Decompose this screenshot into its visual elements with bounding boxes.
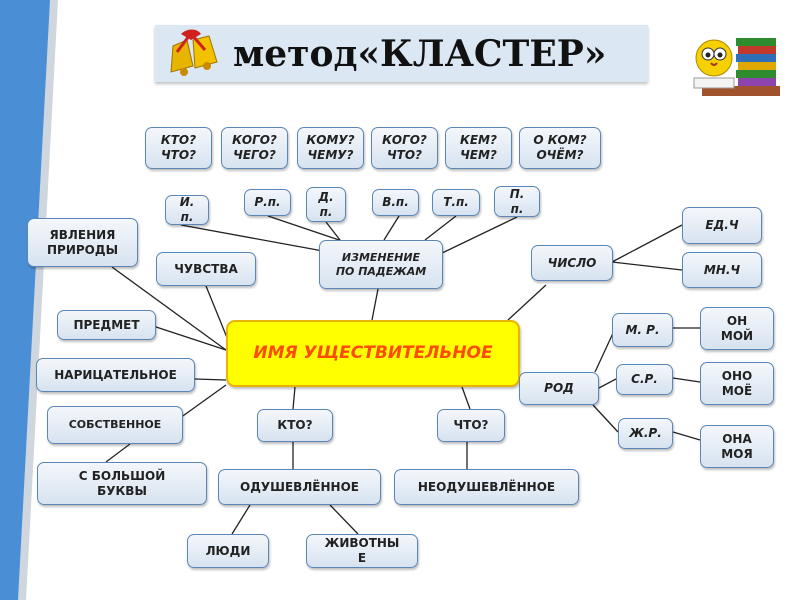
node-kogo-chego: КОГО? ЧЕГО? xyxy=(221,127,288,169)
node-case-t: Т.п. xyxy=(432,189,480,216)
node-zh-r: Ж.Р. xyxy=(618,418,673,449)
node-center: ИМЯ УЩЕСТВИТЕЛЬНОЕ xyxy=(226,320,520,387)
node-ona-moya: ОНА МОЯ xyxy=(700,425,774,468)
node-ono-moyo: ОНО МОЁ xyxy=(700,362,774,405)
node-s-bolshoy: С БОЛЬШОЙ БУКВЫ xyxy=(37,462,207,505)
node-on-moy: ОН МОЙ xyxy=(700,307,774,350)
node-zhivotnye: ЖИВОТНЫ Е xyxy=(306,534,418,568)
node-m-r: М. Р. xyxy=(612,313,673,347)
node-chto: ЧТО? xyxy=(437,409,505,442)
node-case-v: В.п. xyxy=(372,189,419,216)
node-naritsatelnoe: НАРИЦАТЕЛЬНОЕ xyxy=(36,358,195,392)
node-kto: КТО? xyxy=(257,409,333,442)
node-s-r: С.Р. xyxy=(616,364,673,395)
node-case-d: Д. п. xyxy=(306,187,346,222)
node-rod: РОД xyxy=(519,372,599,405)
node-o-kom: О КОМ? ОЧЁМ? xyxy=(519,127,601,169)
node-case-p: П. п. xyxy=(494,186,540,217)
node-lyudi: ЛЮДИ xyxy=(187,534,269,568)
page-title: метод«КЛАСТЕР» xyxy=(233,33,607,75)
bells-icon xyxy=(170,29,218,76)
node-ed-ch: ЕД.Ч xyxy=(682,207,762,244)
node-sobstvennoe: СОБСТВЕННОЕ xyxy=(47,406,183,444)
node-chislo: ЧИСЛО xyxy=(531,245,613,281)
node-izmenenie: ИЗМЕНЕНИЕ ПО ПАДЕЖАМ xyxy=(319,240,443,289)
node-kogo-chto: КОГО? ЧТО? xyxy=(371,127,438,169)
node-yavleniya: ЯВЛЕНИЯ ПРИРОДЫ xyxy=(27,218,138,267)
node-case-r: Р.п. xyxy=(244,189,291,216)
node-odushevlennoe: ОДУШЕВЛЁННОЕ xyxy=(218,469,381,505)
node-kem-chem: КЕМ? ЧЕМ? xyxy=(445,127,512,169)
node-kto-chto: КТО? ЧТО? xyxy=(145,127,212,169)
node-mn-ch: МН.Ч xyxy=(682,252,762,288)
node-case-i: И. п. xyxy=(165,195,209,225)
title-bar xyxy=(155,25,648,82)
node-komu-chemu: КОМУ? ЧЕМУ? xyxy=(297,127,364,169)
node-predmet: ПРЕДМЕТ xyxy=(57,310,156,340)
owl-books-icon xyxy=(693,38,780,96)
node-neodushevlennoe: НЕОДУШЕВЛЁННОЕ xyxy=(394,469,579,505)
node-chuvstva: ЧУВСТВА xyxy=(156,252,256,286)
